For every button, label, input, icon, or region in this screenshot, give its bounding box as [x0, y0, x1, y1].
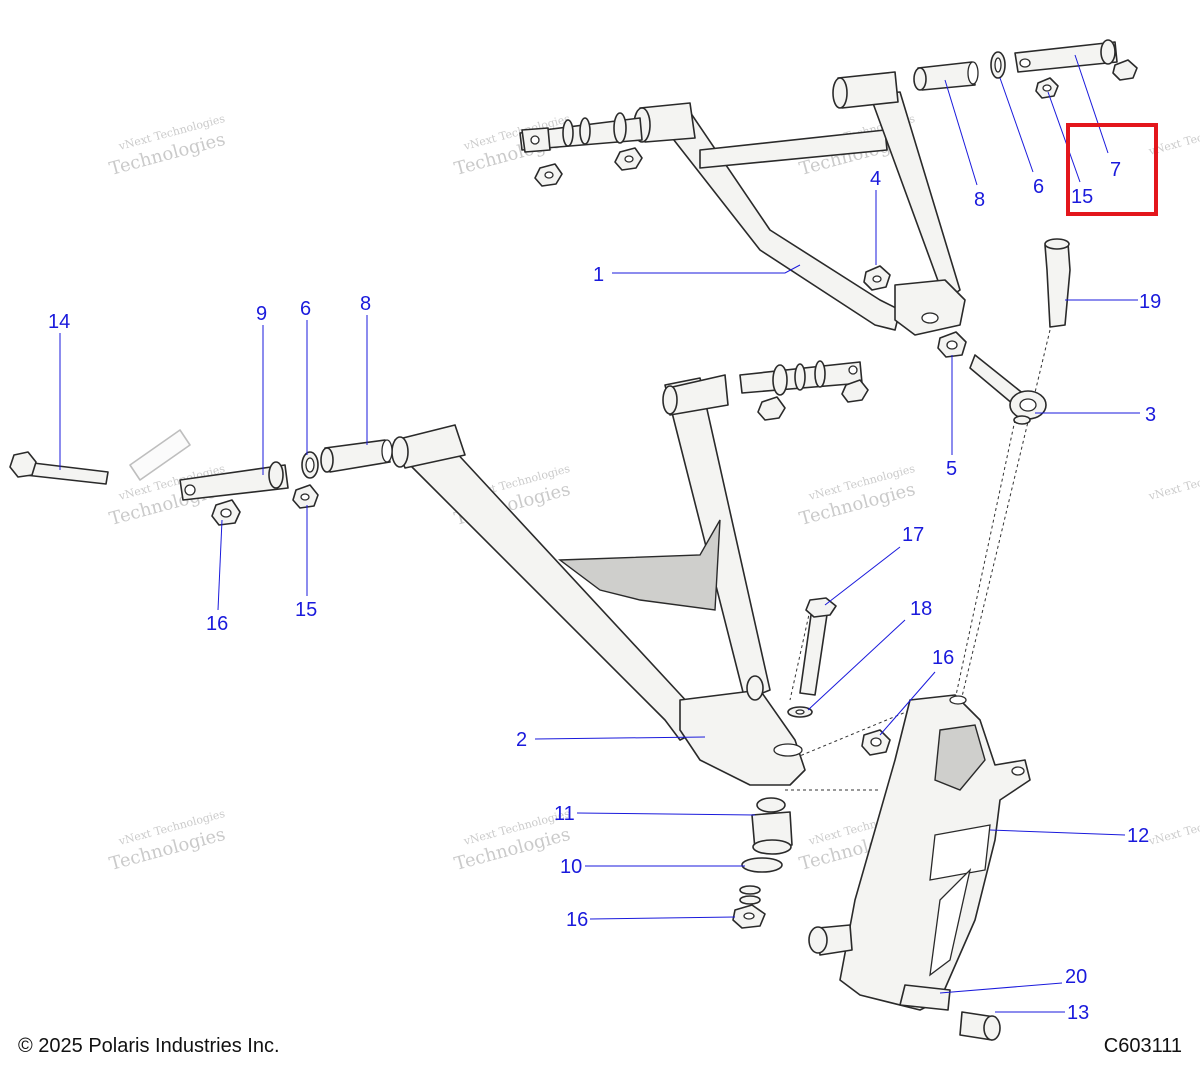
callout-2[interactable]: 2 — [516, 729, 527, 751]
bushing-13[interactable] — [959, 1011, 1001, 1041]
washer-18[interactable] — [787, 706, 813, 718]
nut-lower-15[interactable] — [292, 484, 319, 509]
callout-8-upper[interactable]: 8 — [974, 189, 985, 211]
callout-13[interactable]: 13 — [1067, 1002, 1089, 1024]
callout-10[interactable]: 10 — [560, 856, 582, 878]
leader-lines — [59, 54, 1140, 1013]
callout-17[interactable]: 17 — [902, 524, 924, 546]
callout-6-upper[interactable]: 6 — [1033, 176, 1044, 198]
lower-a-arm[interactable] — [391, 374, 806, 786]
callout-19[interactable]: 19 — [1139, 291, 1161, 313]
callout-3[interactable]: 3 — [1145, 404, 1156, 426]
nut-16-lower[interactable] — [732, 885, 766, 929]
washer-lower[interactable] — [301, 451, 319, 479]
callout-8-lower[interactable]: 8 — [360, 293, 371, 315]
nut-lower-2 — [841, 379, 869, 403]
callout-18[interactable]: 18 — [910, 598, 932, 620]
callout-16-lower[interactable]: 16 — [566, 909, 588, 931]
callout-5[interactable]: 5 — [946, 458, 957, 480]
ball-joint-3[interactable] — [969, 354, 1047, 425]
callout-12[interactable]: 12 — [1127, 825, 1149, 847]
bolt-17[interactable] — [799, 597, 837, 696]
nut-lower-1 — [757, 396, 786, 421]
upper-a-arm[interactable] — [633, 71, 966, 336]
sleeve-upper[interactable] — [913, 61, 979, 91]
pivot-bolt-lower-left[interactable] — [179, 461, 289, 501]
long-bolt-14[interactable] — [9, 451, 109, 485]
bolt-19[interactable] — [1044, 238, 1071, 328]
nut-upper-2 — [534, 163, 563, 187]
pivot-bolt-upper-right[interactable] — [1014, 39, 1118, 73]
knuckle-12[interactable] — [839, 694, 1031, 1011]
nut-5[interactable] — [937, 331, 967, 358]
callout-16-left[interactable]: 16 — [206, 613, 228, 635]
highlight-box — [1066, 123, 1158, 216]
callout-4[interactable]: 4 — [870, 168, 881, 190]
callout-20[interactable]: 20 — [1065, 966, 1087, 988]
ghost-bushing — [129, 429, 191, 481]
callout-15-upper[interactable]: 15 — [1071, 186, 1093, 208]
nut-upper-1 — [614, 147, 643, 171]
callouts: 1 2 3 4 5 6 6 7 8 8 9 10 11 12 13 14 15 … — [48, 159, 1161, 1024]
upper-pivot-bolt-left[interactable] — [519, 112, 643, 153]
lower-pivot-bolt-right[interactable] — [739, 360, 863, 396]
nut-16-left[interactable] — [211, 499, 241, 526]
watermark-text: vNext Technologies — [1146, 462, 1200, 503]
nut-upper-15[interactable] — [1035, 77, 1059, 99]
callout-11[interactable]: 11 — [554, 803, 575, 825]
washer-upper[interactable] — [990, 51, 1006, 79]
watermarks: vNext Technologies Technologies vNext Te… — [107, 112, 1200, 875]
callout-6-lower[interactable]: 6 — [300, 298, 311, 320]
callout-7[interactable]: 7 — [1110, 159, 1121, 181]
bushing-20[interactable] — [808, 924, 951, 1011]
nut-upper-far — [1112, 59, 1138, 81]
callout-9[interactable]: 9 — [256, 303, 267, 325]
snap-ring-10[interactable] — [741, 857, 783, 873]
diagram-code: C603111 — [1103, 1035, 1182, 1057]
bushing-11[interactable] — [751, 797, 793, 855]
callout-16-knuckle[interactable]: 16 — [932, 647, 954, 669]
copyright-text: © 2025 Polaris Industries Inc. — [18, 1035, 280, 1057]
callout-1[interactable]: 1 — [593, 264, 604, 286]
nut-16-knuckle[interactable] — [861, 729, 891, 756]
sleeve-lower[interactable] — [320, 439, 393, 473]
watermark-text: vNext Technologies — [1146, 807, 1200, 848]
callout-14[interactable]: 14 — [48, 311, 70, 333]
callout-15-lower[interactable]: 15 — [295, 599, 317, 621]
nut-4[interactable] — [863, 265, 891, 291]
